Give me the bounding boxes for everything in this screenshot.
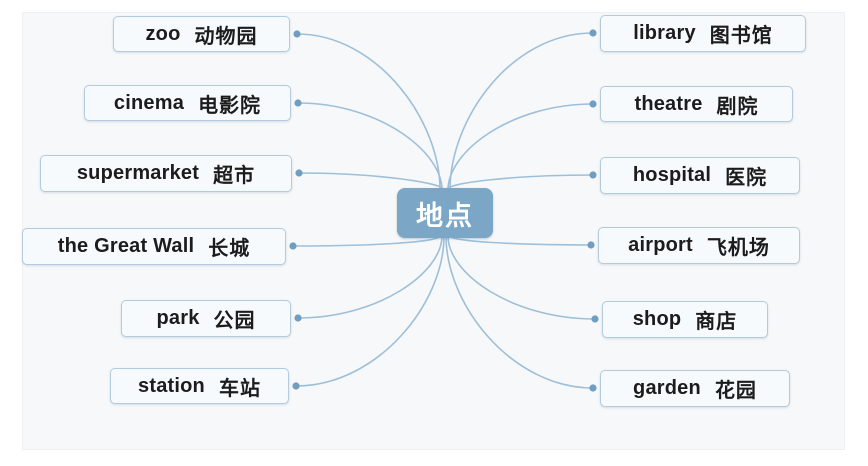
node-station[interactable]: station 车站	[110, 368, 289, 404]
node-label-zh: 剧院	[716, 95, 759, 118]
node-label-en: park	[156, 307, 200, 329]
node-label-zh: 超市	[213, 165, 256, 187]
node-garden[interactable]: garden 花园	[600, 370, 790, 407]
node-label-zh: 飞机场	[706, 237, 770, 259]
node-theatre[interactable]: theatre 剧院	[600, 86, 793, 122]
node-library[interactable]: library 图书馆	[600, 15, 806, 52]
node-the-great-wall[interactable]: the Great Wall 长城	[22, 228, 286, 265]
node-label-zh: 动物园	[194, 25, 258, 48]
node-airport[interactable]: airport 飞机场	[598, 227, 800, 264]
node-label-en: garden	[633, 377, 701, 399]
node-cinema[interactable]: cinema 电影院	[84, 85, 291, 121]
node-label-zh: 商店	[695, 311, 738, 333]
node-supermarket[interactable]: supermarket 超市	[40, 155, 292, 192]
node-hospital[interactable]: hospital 医院	[600, 157, 800, 194]
node-label-zh: 车站	[218, 377, 261, 400]
node-label-en: the Great Wall	[57, 235, 195, 257]
node-label-en: station	[138, 374, 205, 397]
node-zoo[interactable]: zoo 动物园	[113, 16, 290, 52]
node-label-zh: 长城	[208, 238, 251, 260]
node-label-en: cinema	[113, 91, 185, 114]
central-topic-label: 地点	[416, 200, 474, 231]
node-label-en: shop	[632, 308, 682, 330]
node-label-zh: 医院	[725, 167, 768, 189]
node-label-zh: 花园	[714, 380, 757, 402]
node-label-zh: 电影院	[198, 94, 262, 117]
node-label-en: theatre	[634, 92, 703, 115]
node-label-zh: 公园	[213, 310, 256, 332]
node-label-en: supermarket	[76, 162, 200, 184]
central-topic[interactable]: 地点	[397, 188, 493, 238]
node-label-en: hospital	[632, 164, 712, 186]
node-label-en: zoo	[145, 22, 181, 45]
node-shop[interactable]: shop 商店	[602, 301, 768, 338]
node-park[interactable]: park 公园	[121, 300, 291, 337]
node-label-en: library	[633, 22, 696, 44]
node-label-en: airport	[628, 234, 693, 256]
node-label-zh: 图书馆	[709, 25, 773, 47]
